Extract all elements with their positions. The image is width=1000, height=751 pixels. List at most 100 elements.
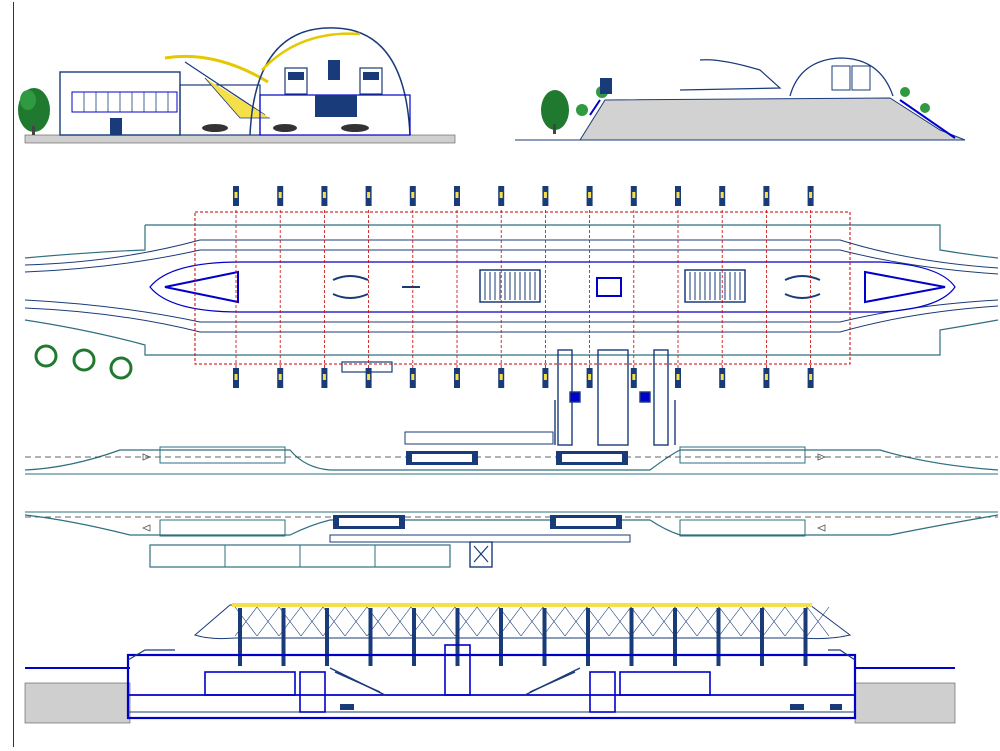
- window-band: [71, 91, 178, 113]
- column-marker-tag: [411, 374, 415, 380]
- signal-mast: [328, 60, 340, 80]
- track-lines: [24, 239, 999, 333]
- column-marker-tag: [455, 374, 459, 380]
- column-marker-tag: [632, 374, 636, 380]
- parking-dividers: [224, 545, 376, 567]
- station-entrance: [315, 95, 357, 117]
- column-marker-tag: [764, 192, 768, 198]
- platform-outline-bottom: [24, 319, 999, 356]
- plan-upper: [24, 186, 999, 446]
- bench-icon: [332, 275, 821, 299]
- column-marker-tag: [499, 192, 503, 198]
- platform-end-left: [164, 270, 239, 304]
- column-marker-tag: [367, 374, 371, 380]
- column-marker-tag: [367, 192, 371, 198]
- section-column: [455, 608, 460, 666]
- column-marker-tag: [278, 192, 282, 198]
- stair-icon: [479, 269, 746, 303]
- column-grid: [233, 186, 814, 388]
- section-column: [803, 608, 808, 666]
- truss-diagonal: [740, 606, 764, 637]
- train-icon: [831, 65, 871, 91]
- column-marker-tag: [322, 374, 326, 380]
- section-column: [716, 608, 721, 666]
- column-marker-tag: [588, 192, 592, 198]
- canopy-strut: [184, 61, 266, 116]
- truss-diagonal: [696, 606, 720, 637]
- entrance-canopy: [828, 649, 856, 661]
- section-column: [760, 608, 764, 666]
- canopy-roof: [164, 54, 269, 84]
- section-column: [281, 608, 286, 666]
- rooms: [204, 644, 711, 713]
- escalator: [329, 667, 581, 696]
- column-marker-tag: [720, 192, 724, 198]
- plan-road: [24, 431, 999, 568]
- signal-mast: [600, 78, 612, 94]
- section-column: [499, 608, 503, 666]
- tree-icon: [541, 90, 569, 134]
- section-column: [542, 608, 547, 666]
- door: [110, 118, 122, 135]
- column-marker-tag: [764, 374, 768, 380]
- truss-web: [234, 606, 830, 637]
- dome-outline: [249, 27, 411, 136]
- roof-truss-outline: [194, 604, 852, 640]
- truss-diagonal: [476, 606, 500, 637]
- curb-top: [24, 449, 999, 471]
- column-marker-tag: [234, 374, 238, 380]
- sidewalk-band: [329, 534, 631, 543]
- truss-diagonal: [784, 606, 808, 637]
- entrance-canopy: [127, 649, 175, 661]
- section-column: [673, 608, 677, 666]
- column-marker-tag: [720, 374, 724, 380]
- section-columns: [238, 608, 808, 666]
- roof-extent: [194, 211, 851, 365]
- truss-diagonal: [256, 606, 280, 637]
- column-marker-tag: [588, 374, 592, 380]
- sheet-frame: [13, 2, 999, 747]
- column-marker-tag: [543, 374, 547, 380]
- column-marker-tag: [411, 192, 415, 198]
- truss-diagonal: [432, 606, 456, 637]
- platform-outline-top: [24, 224, 999, 259]
- column-marker-tag: [499, 374, 503, 380]
- column-marker-tag: [278, 374, 282, 380]
- elevation-left: [18, 27, 456, 144]
- column-marker-tag: [632, 192, 636, 198]
- elevator-icon: [469, 541, 493, 568]
- column-marker-tag: [322, 192, 326, 198]
- cars: [202, 124, 369, 132]
- truss-diagonal: [344, 606, 368, 637]
- truss-diagonal: [388, 606, 412, 637]
- bus-shelter: [404, 431, 554, 445]
- truss-diagonal: [586, 606, 610, 637]
- section-column: [368, 608, 373, 666]
- tree-plan-icon: [34, 344, 133, 380]
- truss-diagonal: [806, 606, 830, 637]
- section-column: [238, 608, 242, 666]
- column-marker-tag: [676, 192, 680, 198]
- column-marker-tag: [455, 192, 459, 198]
- column-marker-tag: [676, 374, 680, 380]
- section-column: [586, 608, 590, 666]
- arrow-icon: [141, 453, 827, 532]
- truss-diagonal: [542, 606, 566, 637]
- bus-bays: [159, 446, 806, 537]
- tree-icon: [18, 88, 50, 135]
- truss-diagonal: [564, 606, 588, 637]
- truss-diagonal: [674, 606, 698, 637]
- elevator-icon: [596, 277, 622, 297]
- elevator-cross: [473, 545, 489, 563]
- train-icon: [284, 67, 383, 95]
- truss-diagonal: [652, 606, 676, 637]
- truss-diagonal: [718, 606, 742, 637]
- column-marker-tag: [809, 192, 813, 198]
- embankment: [515, 97, 966, 141]
- section-column: [325, 608, 329, 666]
- column-marker-tag: [809, 374, 813, 380]
- truss-diagonal: [608, 606, 632, 637]
- embankment-edge: [589, 99, 956, 139]
